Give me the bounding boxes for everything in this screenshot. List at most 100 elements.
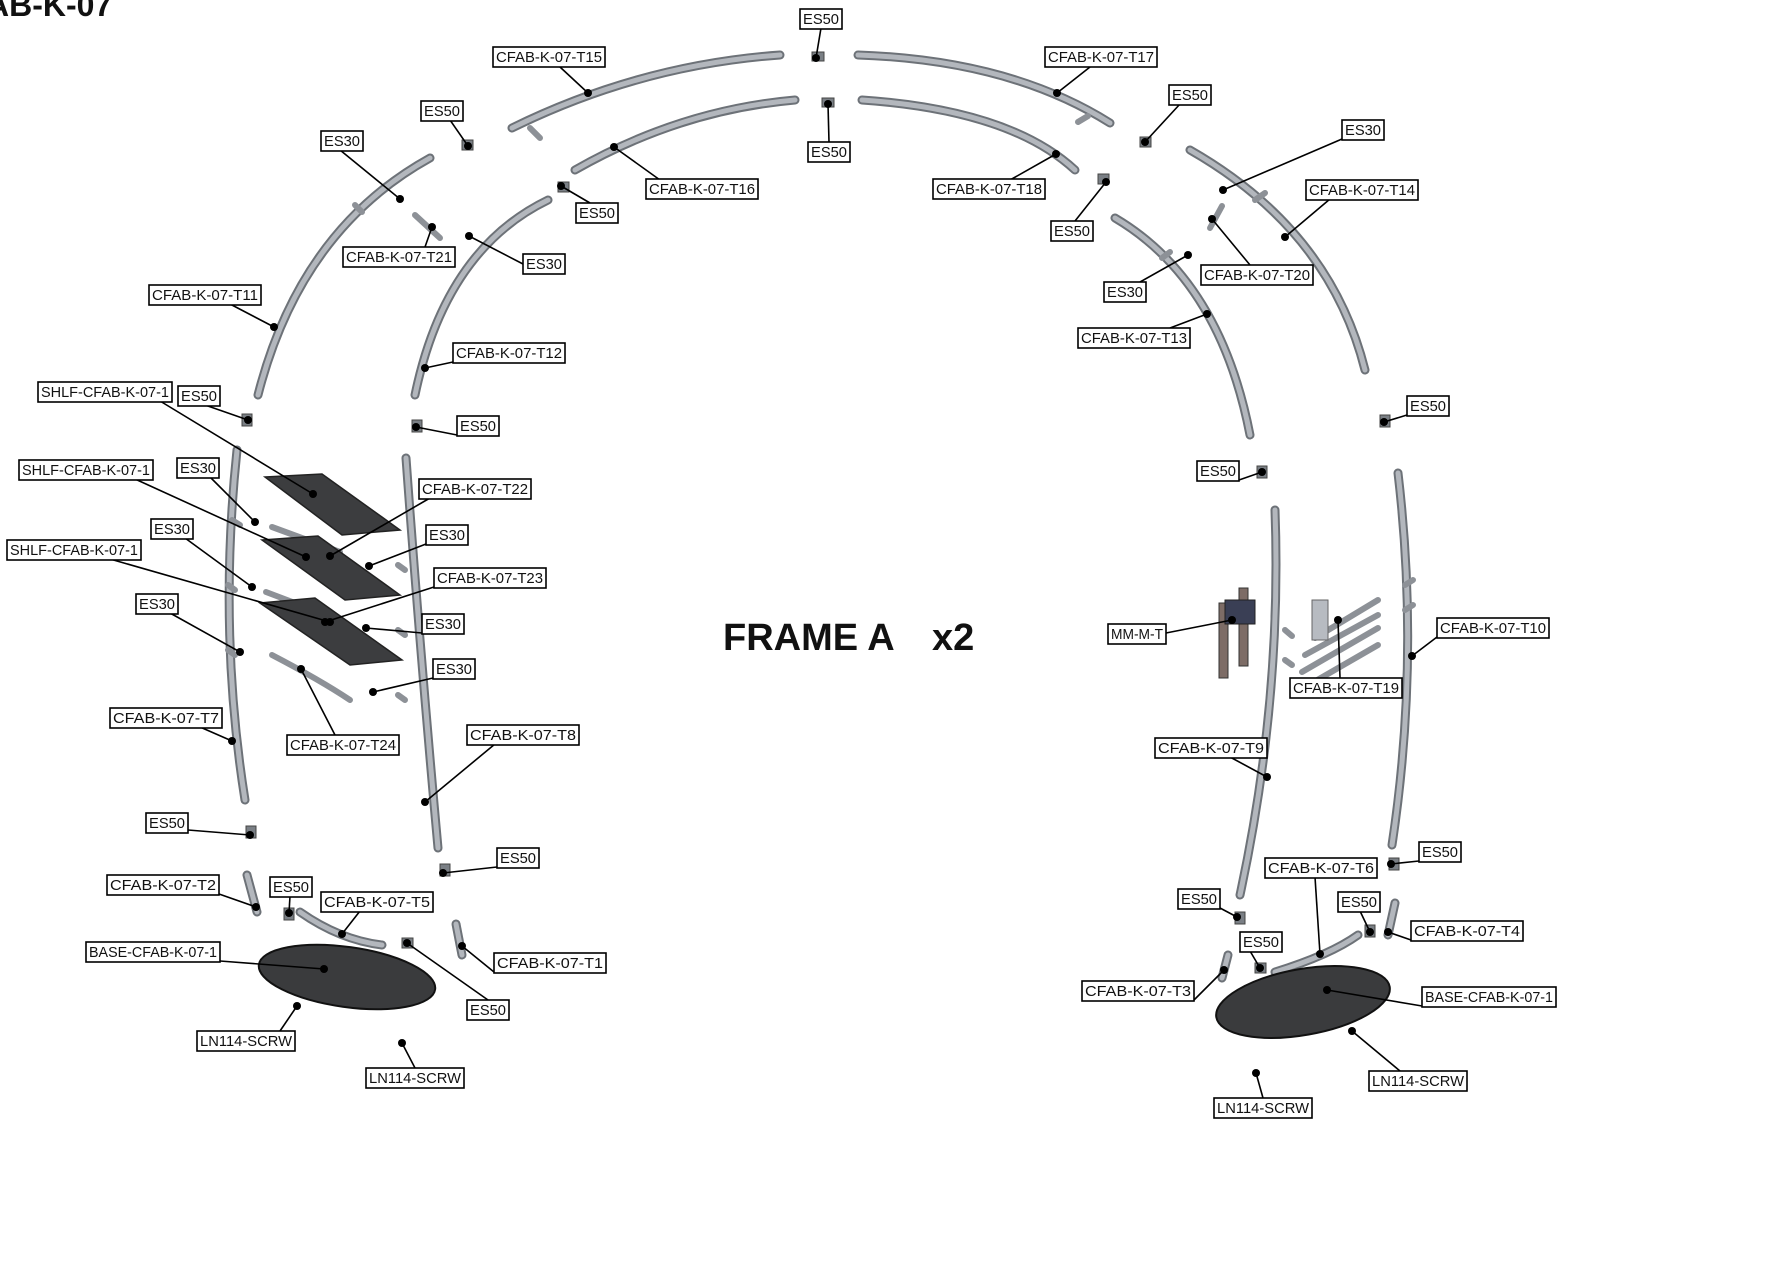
shelf-top xyxy=(262,473,403,536)
callout-t4: CFAB-K-07-T4 xyxy=(1384,920,1524,942)
leader-line xyxy=(415,426,458,436)
part-label: CFAB-K-07-T1 xyxy=(497,955,603,972)
leader-dot xyxy=(1256,964,1264,972)
leader-line xyxy=(424,743,496,803)
callout-es50-j: ES50 xyxy=(1196,460,1266,482)
leader-line xyxy=(368,543,427,567)
label-box xyxy=(799,8,843,30)
header-title: AB-K-07 xyxy=(0,0,112,23)
callout-mmt: MM-M-T xyxy=(1107,616,1236,645)
callout-es30-j: ES30 xyxy=(369,658,476,696)
label-box xyxy=(1305,179,1419,201)
leader-dot xyxy=(403,939,411,947)
leader-dot xyxy=(812,54,820,62)
leader-line xyxy=(406,942,489,1001)
shelves xyxy=(257,473,405,666)
part-label: CFAB-K-07-T21 xyxy=(346,249,452,266)
part-label: CFAB-K-07-T18 xyxy=(936,181,1042,198)
tube-t13 xyxy=(1110,213,1255,440)
leader-line xyxy=(324,586,435,623)
leader-dot xyxy=(1316,950,1324,958)
part-label: ES50 xyxy=(803,11,839,28)
label-box xyxy=(365,1067,465,1089)
part-label: ES50 xyxy=(1181,891,1217,908)
tube-t16 xyxy=(570,95,800,175)
label-box xyxy=(342,246,456,268)
leader-dot xyxy=(396,195,404,203)
label-box xyxy=(1107,623,1167,645)
part-label: ES50 xyxy=(1054,223,1090,240)
label-box xyxy=(1103,281,1147,303)
callout-t15: CFAB-K-07-T15 xyxy=(492,46,606,97)
leader-dot xyxy=(428,223,436,231)
part-label: ES50 xyxy=(579,205,615,222)
leader-dot xyxy=(321,618,329,626)
label-box xyxy=(575,202,619,224)
leader-dot xyxy=(293,1002,301,1010)
label-box xyxy=(1406,395,1450,417)
label-box xyxy=(6,539,142,561)
label-box xyxy=(645,178,759,200)
part-label: ES30 xyxy=(425,616,461,633)
leader-line xyxy=(1238,471,1263,481)
leader-line xyxy=(218,893,257,908)
label-box xyxy=(1368,1070,1468,1092)
part-label: ES30 xyxy=(436,661,472,678)
callout-t23: CFAB-K-07-T23 xyxy=(321,567,547,626)
leader-dot xyxy=(1184,251,1192,259)
label-box xyxy=(1044,46,1158,68)
leader-dot xyxy=(297,665,305,673)
leader-dot xyxy=(398,1039,406,1047)
leader-dot xyxy=(1233,913,1241,921)
leader-line xyxy=(1169,313,1208,329)
leader-line xyxy=(1255,1072,1264,1099)
label-box xyxy=(135,593,179,615)
callout-t22: CFAB-K-07-T22 xyxy=(326,478,532,560)
callout-es50-c: ES50 xyxy=(420,100,472,150)
callout-t24: CFAB-K-07-T24 xyxy=(286,665,400,756)
label-box xyxy=(1436,617,1550,639)
part-label: CFAB-K-07-T4 xyxy=(1414,923,1520,940)
leader-line xyxy=(1326,989,1423,1007)
label-box xyxy=(37,381,173,403)
leader-line xyxy=(559,66,589,94)
callout-es50-q: ES50 xyxy=(1239,931,1283,972)
leader-line xyxy=(341,910,361,935)
part-label: ES50 xyxy=(1172,87,1208,104)
label-box xyxy=(807,141,851,163)
callout-es50-r: ES50 xyxy=(403,939,510,1021)
leader-dot xyxy=(1053,89,1061,97)
leader-line xyxy=(1387,931,1412,941)
callout-t14: CFAB-K-07-T14 xyxy=(1281,179,1419,241)
leader-dot xyxy=(1219,186,1227,194)
leader-dot xyxy=(824,100,832,108)
part-label: ES50 xyxy=(1422,844,1458,861)
leader-dot xyxy=(1228,616,1236,624)
label-box xyxy=(466,999,510,1021)
part-label: ES50 xyxy=(470,1002,506,1019)
callout-t18: CFAB-K-07-T18 xyxy=(932,150,1060,200)
leader-line xyxy=(1284,198,1331,238)
label-box xyxy=(420,100,464,122)
leader-line xyxy=(827,103,830,143)
part-label: BASE-CFAB-K-07-1 xyxy=(89,944,217,961)
leader-line xyxy=(134,478,307,558)
leader-dot xyxy=(1263,773,1271,781)
leader-line xyxy=(229,303,275,328)
label-box xyxy=(1200,264,1314,286)
part-label: ES50 xyxy=(149,815,185,832)
part-label: ES30 xyxy=(324,133,360,150)
label-box xyxy=(1050,220,1094,242)
frame-qty: x2 xyxy=(932,617,974,659)
leader-line xyxy=(1056,66,1091,94)
tube-t20 xyxy=(1207,203,1225,231)
callout-es50-m: ES50 xyxy=(1387,841,1462,868)
leader-dot xyxy=(1052,150,1060,158)
part-label: CFAB-K-07-T11 xyxy=(152,287,258,304)
part-label: ES50 xyxy=(460,418,496,435)
part-label: ES50 xyxy=(1200,463,1236,480)
leader-dot xyxy=(458,942,466,950)
part-label: ES50 xyxy=(811,144,847,161)
leader-line xyxy=(300,668,336,736)
